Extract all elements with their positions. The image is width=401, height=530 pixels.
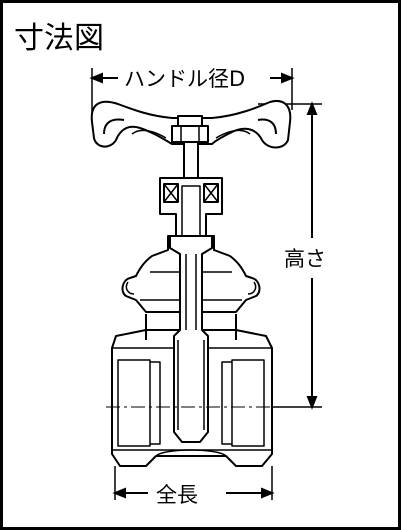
gate-valve-drawing [90,100,292,467]
drawing-title: 寸法図 [14,21,104,56]
overall-length-label: 全長 [156,483,198,507]
height-label: 高さ [284,247,326,271]
handle-diameter-label: ハンドル径D [124,67,245,91]
stem-nut [171,115,209,143]
overall-length-dimension [112,466,275,500]
gate-wedge [169,235,213,443]
